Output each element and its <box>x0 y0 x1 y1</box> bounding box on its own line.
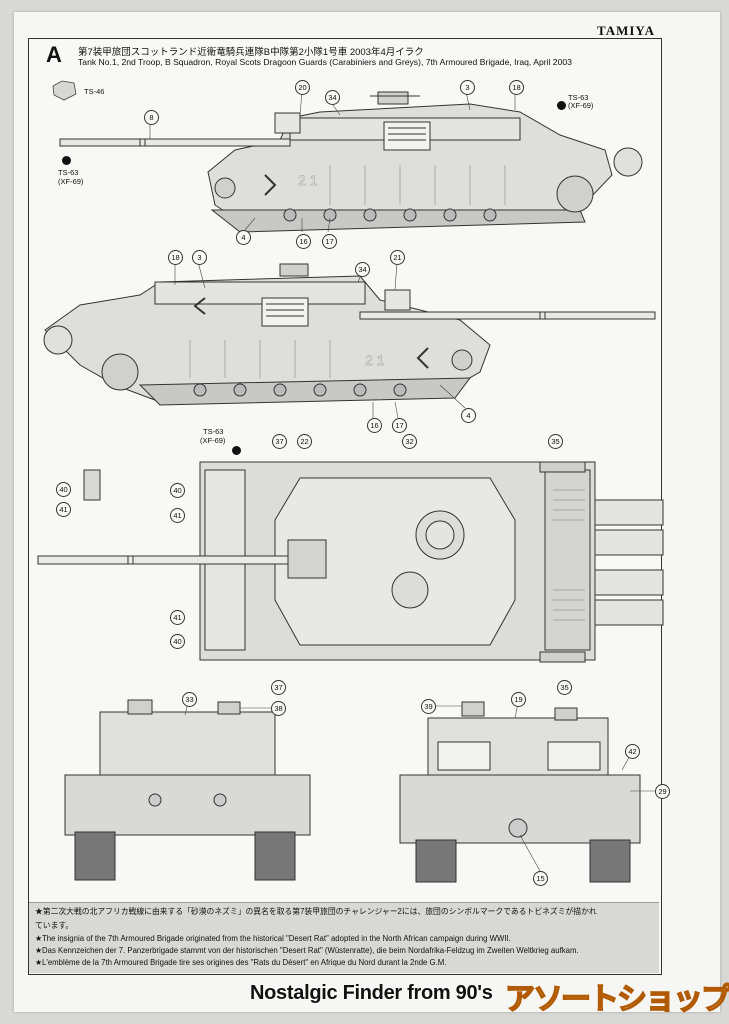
notes-box: ★第二次大戦の北アフリカ戦線に由来する「砂漠のネズミ」の異名を取る第7装甲旅団の… <box>29 902 659 973</box>
paint-swatch-ts46-icon <box>52 80 77 101</box>
part-callout: 21 <box>390 250 405 265</box>
paint-dot-icon <box>557 101 566 110</box>
part-callout: 22 <box>297 434 312 449</box>
part-callout: 15 <box>533 871 548 886</box>
part-callout: 35 <box>557 680 572 695</box>
part-callout: 19 <box>511 692 526 707</box>
paint-tag-ts63-b: TS-63 <box>58 168 79 177</box>
watermark-text: Nostalgic Finder from 90's <box>250 982 493 1004</box>
leader-lines <box>149 91 655 872</box>
paint-tag-ts46: TS-46 <box>84 87 105 96</box>
part-callout: 17 <box>392 418 407 433</box>
part-callout: 18 <box>509 80 524 95</box>
step-letter: A <box>46 42 62 67</box>
hull-number-left: 2 1 <box>298 172 318 188</box>
part-callout: 3 <box>460 80 475 95</box>
paint-dot-icon <box>232 446 241 455</box>
part-callout: 8 <box>144 110 159 125</box>
note-german: ★Das Kennzeichen der 7. Panzerbrigade st… <box>35 946 579 955</box>
part-callout: 40 <box>56 482 71 497</box>
part-callout: 34 <box>355 262 370 277</box>
part-callout: 41 <box>56 502 71 517</box>
brand-name: TAMIYA <box>596 23 655 38</box>
part-callout: 41 <box>170 508 185 523</box>
part-callout: 20 <box>295 80 310 95</box>
part-callout: 3 <box>192 250 207 265</box>
watermark-logo: アソートショップ <box>504 982 729 1017</box>
part-callout: 38 <box>271 701 286 716</box>
paint-tag-xf69-a: (XF-69) <box>568 101 594 110</box>
part-callout: 37 <box>271 680 286 695</box>
note-english: ★The insignia of the 7th Armoured Brigad… <box>35 934 511 943</box>
caption-english: Tank No.1, 2nd Troop, B Squadron, Royal … <box>78 57 572 67</box>
part-callout: 40 <box>170 483 185 498</box>
part-callout: 4 <box>461 408 476 423</box>
tank-front-view <box>64 699 311 881</box>
note-japanese-2: ています。 <box>35 921 74 930</box>
tank-rear-view <box>399 701 641 883</box>
part-callout: 41 <box>170 610 185 625</box>
paint-tag-ts63-c: TS-63 <box>203 427 224 436</box>
part-callout: 29 <box>655 784 670 799</box>
note-japanese-1: ★第二次大戦の北アフリカ戦線に由来する「砂漠のネズミ」の異名を取る第7装甲旅団の… <box>35 907 597 916</box>
paint-tag-ts63-a: TS-63 <box>568 93 589 102</box>
paint-dot-icon <box>62 156 71 165</box>
paint-tag-xf69-c: (XF-69) <box>200 436 226 445</box>
part-callout: 4 <box>236 230 251 245</box>
part-callout: 39 <box>421 699 436 714</box>
hull-number-right: 2 1 <box>365 352 385 368</box>
tank-top-view <box>37 461 664 663</box>
tank-left-side-view <box>59 91 643 233</box>
paint-swatch-ts46-shape <box>50 80 80 104</box>
note-french: ★L'emblème de la 7th Armoured Brigade ti… <box>35 958 447 967</box>
part-callout: 18 <box>168 250 183 265</box>
caption-japanese: 第7装甲旅団スコットランド近衛竜騎兵連隊B中隊第2小隊1号車 2003年4月イラ… <box>78 47 424 58</box>
part-callout: 37 <box>272 434 287 449</box>
part-callout: 42 <box>625 744 640 759</box>
part-callout: 32 <box>402 434 417 449</box>
part-callout: 16 <box>367 418 382 433</box>
part-callout: 33 <box>182 692 197 707</box>
part-callout: 34 <box>325 90 340 105</box>
part-callout: 35 <box>548 434 563 449</box>
part-callout: 17 <box>322 234 337 249</box>
part-callout: 40 <box>170 634 185 649</box>
paint-tag-xf69-b: (XF-69) <box>58 177 84 186</box>
part-callout: 16 <box>296 234 311 249</box>
tank-right-side-view <box>43 263 656 406</box>
